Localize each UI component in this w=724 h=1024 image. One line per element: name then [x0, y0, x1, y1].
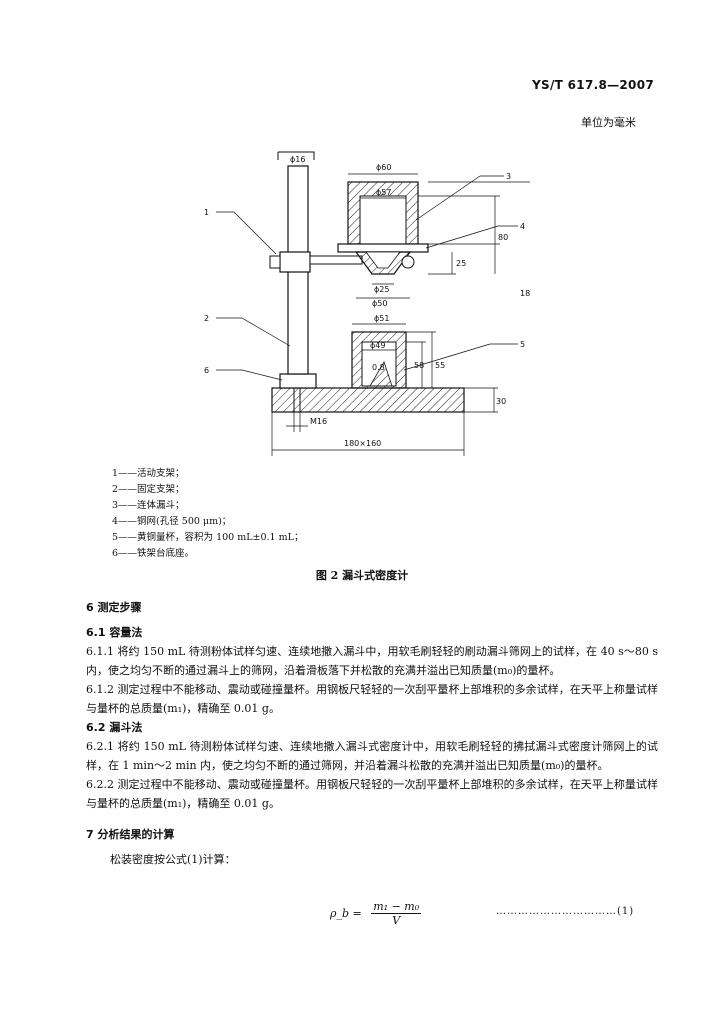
dim-58: 58	[414, 361, 424, 370]
legend-item: 5——黄铜量杯，容积为 100 mL±0.1 mL；	[112, 532, 304, 543]
formula-denominator: V	[392, 914, 401, 927]
section-6-title: 6 测定步骤	[86, 601, 142, 614]
legend-item: 3——连体漏斗；	[112, 500, 185, 511]
section-7-title: 7 分析结果的计算	[86, 828, 175, 841]
unit-note: 单位为毫米	[581, 116, 636, 129]
callout-3: 3	[506, 172, 511, 181]
callout-2: 2	[204, 314, 209, 323]
formula-lhs: ρ_b =	[330, 907, 362, 920]
dim-base: 180×160	[344, 439, 381, 448]
dim-phi50: ϕ50	[372, 299, 387, 308]
post-foot	[279, 373, 317, 389]
apparatus-drawing: ϕ16 ϕ60 ϕ57 80 25 ϕ25 ϕ50 185 ϕ51 ϕ49 0.…	[204, 151, 530, 456]
dim-55: 55	[435, 361, 445, 370]
legend-item: 1——活动支架；	[112, 468, 185, 479]
callout-4: 4	[520, 222, 525, 231]
callout-5: 5	[520, 340, 525, 349]
formula-numerator: m₁ − m₀	[371, 900, 422, 914]
dim-phi51: ϕ51	[374, 314, 389, 323]
legend-item: 2——固定支架；	[112, 484, 185, 495]
dim-phi57: ϕ57	[376, 188, 391, 197]
section-6-1-title: 6.1 容量法	[86, 626, 143, 639]
callout-1: 1	[204, 208, 209, 217]
dim-25: 25	[456, 259, 466, 268]
legend-item: 6——铁架台底座。	[112, 548, 195, 559]
document-body: 6 测定步骤 6.1 容量法 6.1.1 将约 150 mL 待测粉体试样匀速、…	[86, 592, 658, 869]
standard-code: YS/T 617.8—2007	[532, 78, 654, 92]
formula-fraction: m₁ − m₀ V	[371, 900, 422, 927]
section-6-2-title: 6.2 漏斗法	[86, 721, 143, 734]
dim-phi16: ϕ16	[290, 155, 305, 164]
para-6-1-2: 6.1.2 测定过程中不能移动、震动或碰撞量杯。用钢板尺轻轻的一次刮平量杯上部堆…	[86, 683, 658, 715]
movable-clamp	[279, 251, 311, 273]
para-6-2-2: 6.2.2 测定过程中不能移动、震动或碰撞量杯。用钢板尺轻轻的一次刮平量杯上部堆…	[86, 778, 658, 810]
dim-m16: M16	[310, 417, 327, 426]
legend-item: 4——铜网(孔径 500 μm)；	[112, 516, 232, 527]
dim-phi60-top: ϕ60	[376, 163, 391, 172]
para-6-1-1: 6.1.1 将约 150 mL 待测粉体试样匀速、连续地撒入漏斗中，用软毛刷轻轻…	[86, 645, 658, 677]
dim-phi25: ϕ25	[374, 285, 389, 294]
figure-legend: 1——活动支架； 2——固定支架； 3——连体漏斗； 4——铜网(孔径 500 …	[112, 466, 303, 562]
formula-intro: 松装密度按公式(1)计算：	[110, 853, 236, 866]
density-formula: ρ_b = m₁ − m₀ V	[330, 900, 422, 927]
dim-80: 80	[498, 233, 508, 242]
para-6-2-1: 6.2.1 将约 150 mL 待测粉体试样匀速、连续地撒入漏斗式密度计中，用软…	[86, 740, 658, 772]
dim-0-8: 0.8	[372, 363, 385, 372]
formula-number: ……………………………(1)	[496, 906, 635, 917]
dim-185: 185	[520, 289, 530, 298]
dim-30: 30	[496, 397, 506, 406]
dim-phi49: ϕ49	[370, 341, 385, 350]
callout-6: 6	[204, 366, 209, 375]
base-plate	[271, 387, 465, 413]
apparatus-figure: ϕ16 ϕ60 ϕ57 80 25 ϕ25 ϕ50 185 ϕ51 ϕ49 0.…	[190, 140, 530, 460]
mesh-plate	[337, 243, 429, 253]
figure-caption: 图 2 漏斗式密度计	[315, 569, 409, 582]
